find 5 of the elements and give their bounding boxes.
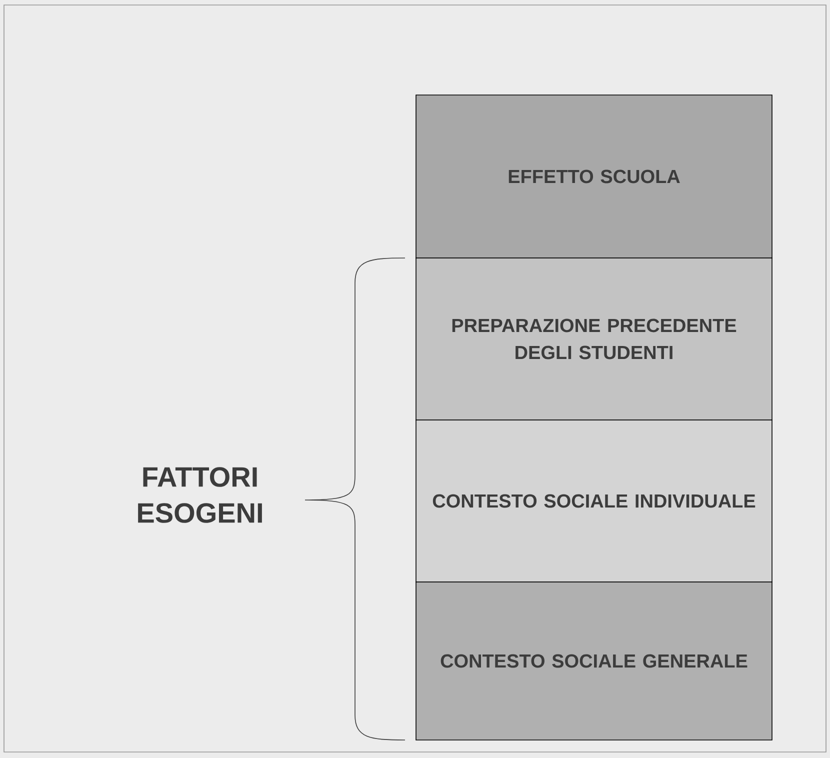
stack-box: PREPARAZIONE PRECEDENTE DEGLI STUDENTI xyxy=(416,258,772,420)
stack-box: EFFETTO SCUOLA xyxy=(416,94,772,258)
stack-box: CONTESTO SOCIALE GENERALE xyxy=(416,582,772,740)
side-label: FATTORI ESOGENI xyxy=(138,467,262,523)
stack-box: CONTESTO SOCIALE INDIVIDUALE xyxy=(416,420,772,582)
